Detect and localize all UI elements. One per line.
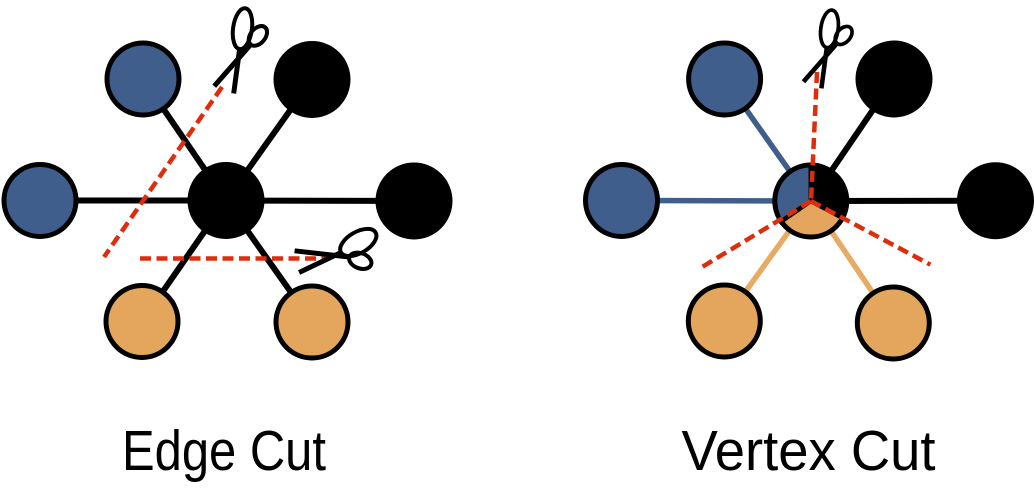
- svg-text:Edge Cut: Edge Cut: [122, 419, 326, 483]
- svg-text:Vertex Cut: Vertex Cut: [682, 419, 936, 483]
